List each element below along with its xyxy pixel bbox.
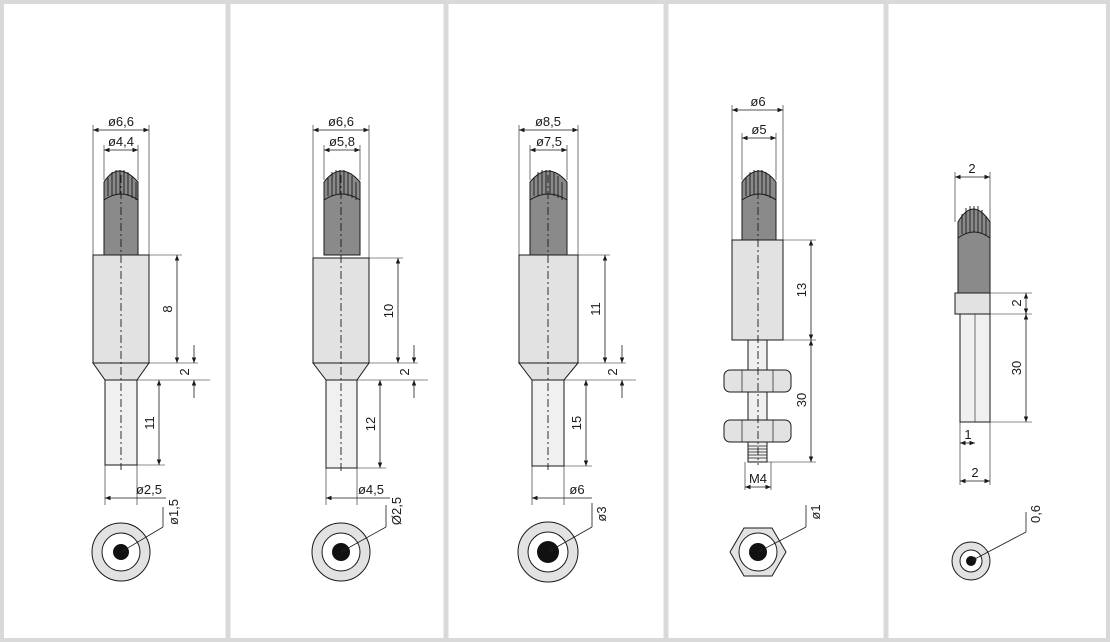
sensor-body-3 — [518, 254, 579, 364]
dim-tip-width-total-5: 2 — [971, 465, 978, 480]
sensor-4-drawing: ø6 ø5 13 30 M4 ø1 — [723, 94, 823, 577]
dim-collar-len-5: 2 — [1009, 299, 1024, 306]
dim-end-dia-2: Ø2,5 — [389, 497, 404, 525]
sensor-body-4 — [731, 239, 784, 341]
dim-tip-dia-1: ø2,5 — [136, 482, 162, 497]
dim-cable-width-5: 2 — [968, 161, 975, 176]
tip-2 — [325, 379, 358, 469]
dim-tip-width-5: 1 — [964, 427, 971, 442]
dim-tip-len-5: 30 — [1009, 361, 1024, 375]
sensor-5-drawing: 2 2 30 1 2 0,6 — [951, 161, 1043, 581]
dim-thread-4: M4 — [749, 471, 767, 486]
dim-body-len-3: 11 — [588, 302, 603, 316]
dim-tip-dia-2: ø4,5 — [358, 482, 384, 497]
dim-thread-len-4: 30 — [794, 393, 809, 407]
dim-outer-dia-2: ø6,6 — [328, 114, 354, 129]
dim-outer-dia-3: ø8,5 — [535, 114, 561, 129]
taper-3 — [517, 362, 580, 381]
dim-cable-dia-3: ø7,5 — [536, 134, 562, 149]
dim-body-len-4: 13 — [794, 283, 809, 297]
nut-upper-4 — [723, 369, 792, 393]
dim-tip-len-3: 15 — [569, 416, 584, 430]
dim-end-dia-1: ø1,5 — [166, 499, 181, 525]
dim-tip-dia-3: ø6 — [569, 482, 584, 497]
sensor-3-drawing: ø8,5 ø7,5 11 2 15 ø6 ø3 — [517, 114, 636, 583]
cable-2 — [323, 170, 361, 256]
dim-tip-len-1: 11 — [142, 416, 157, 430]
threaded-rod-4 — [747, 339, 768, 463]
collar-5 — [954, 292, 991, 315]
dim-body-len-2: 10 — [381, 304, 396, 318]
dim-taper-len-3: 2 — [605, 368, 620, 375]
dim-cable-dia-4: ø5 — [751, 122, 766, 137]
dim-outer-dia-1: ø6,6 — [108, 114, 134, 129]
dim-end-dia-4: ø1 — [808, 504, 823, 519]
nut-lower-4 — [723, 419, 792, 443]
dim-taper-len-2: 2 — [397, 368, 412, 375]
dim-end-dia-3: ø3 — [594, 506, 609, 521]
dim-cable-dia-1: ø4,4 — [108, 134, 134, 149]
sensor-2-drawing: ø6,6 ø5,8 10 2 12 ø4,5 Ø2,5 — [311, 114, 428, 582]
cable-4 — [741, 170, 777, 241]
dim-body-len-1: 8 — [160, 305, 175, 312]
dim-end-dia-5: 0,6 — [1028, 505, 1043, 523]
dim-taper-len-1: 2 — [177, 368, 192, 375]
sensor-1-drawing: ø6,6 ø4,4 8 2 11 ø2,5 ø1,5 — [91, 114, 210, 582]
dim-outer-dia-4: ø6 — [750, 94, 765, 109]
cable-3 — [529, 170, 568, 256]
dim-tip-len-2: 12 — [363, 417, 378, 431]
dim-cable-dia-2: ø5,8 — [329, 134, 355, 149]
